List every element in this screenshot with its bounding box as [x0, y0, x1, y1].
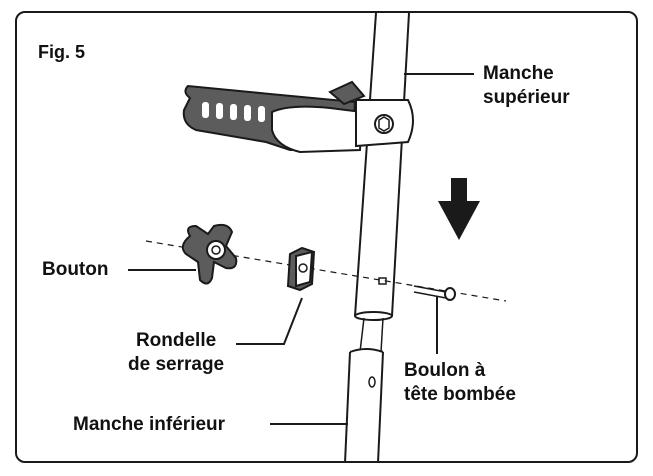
figure-frame	[15, 11, 638, 463]
carriage-bolt-label: Boulon à tête bombée	[404, 359, 516, 407]
upper-handle-tube	[354, 12, 410, 321]
upper-handle-label-line-2: supérieur	[483, 87, 570, 108]
handle-grip	[182, 80, 414, 154]
carriage-bolt-label-line-2: tête bombée	[404, 384, 516, 405]
clamp-washer-label: Rondelle de serrage	[128, 329, 224, 377]
carriage-bolt-part	[413, 285, 456, 301]
carriage-bolt-label-line-1: Boulon à	[404, 360, 486, 381]
down-arrow-icon	[438, 178, 480, 240]
clamp-washer-label-line-2: de serrage	[128, 354, 225, 375]
knob-part	[181, 223, 238, 285]
lower-handle-tube	[344, 317, 384, 464]
upper-handle-label-line-1: Manche	[483, 63, 554, 84]
figure-label: Fig. 5	[38, 42, 86, 62]
leader-lines	[128, 73, 474, 425]
clamp-washer-label-line-1: Rondelle	[135, 330, 217, 351]
lower-handle-label: Manche inférieur	[73, 414, 226, 435]
clamp-washer-part	[286, 246, 316, 292]
upper-handle-label: Manche supérieur	[483, 62, 570, 110]
knob-label: Bouton	[42, 259, 109, 280]
